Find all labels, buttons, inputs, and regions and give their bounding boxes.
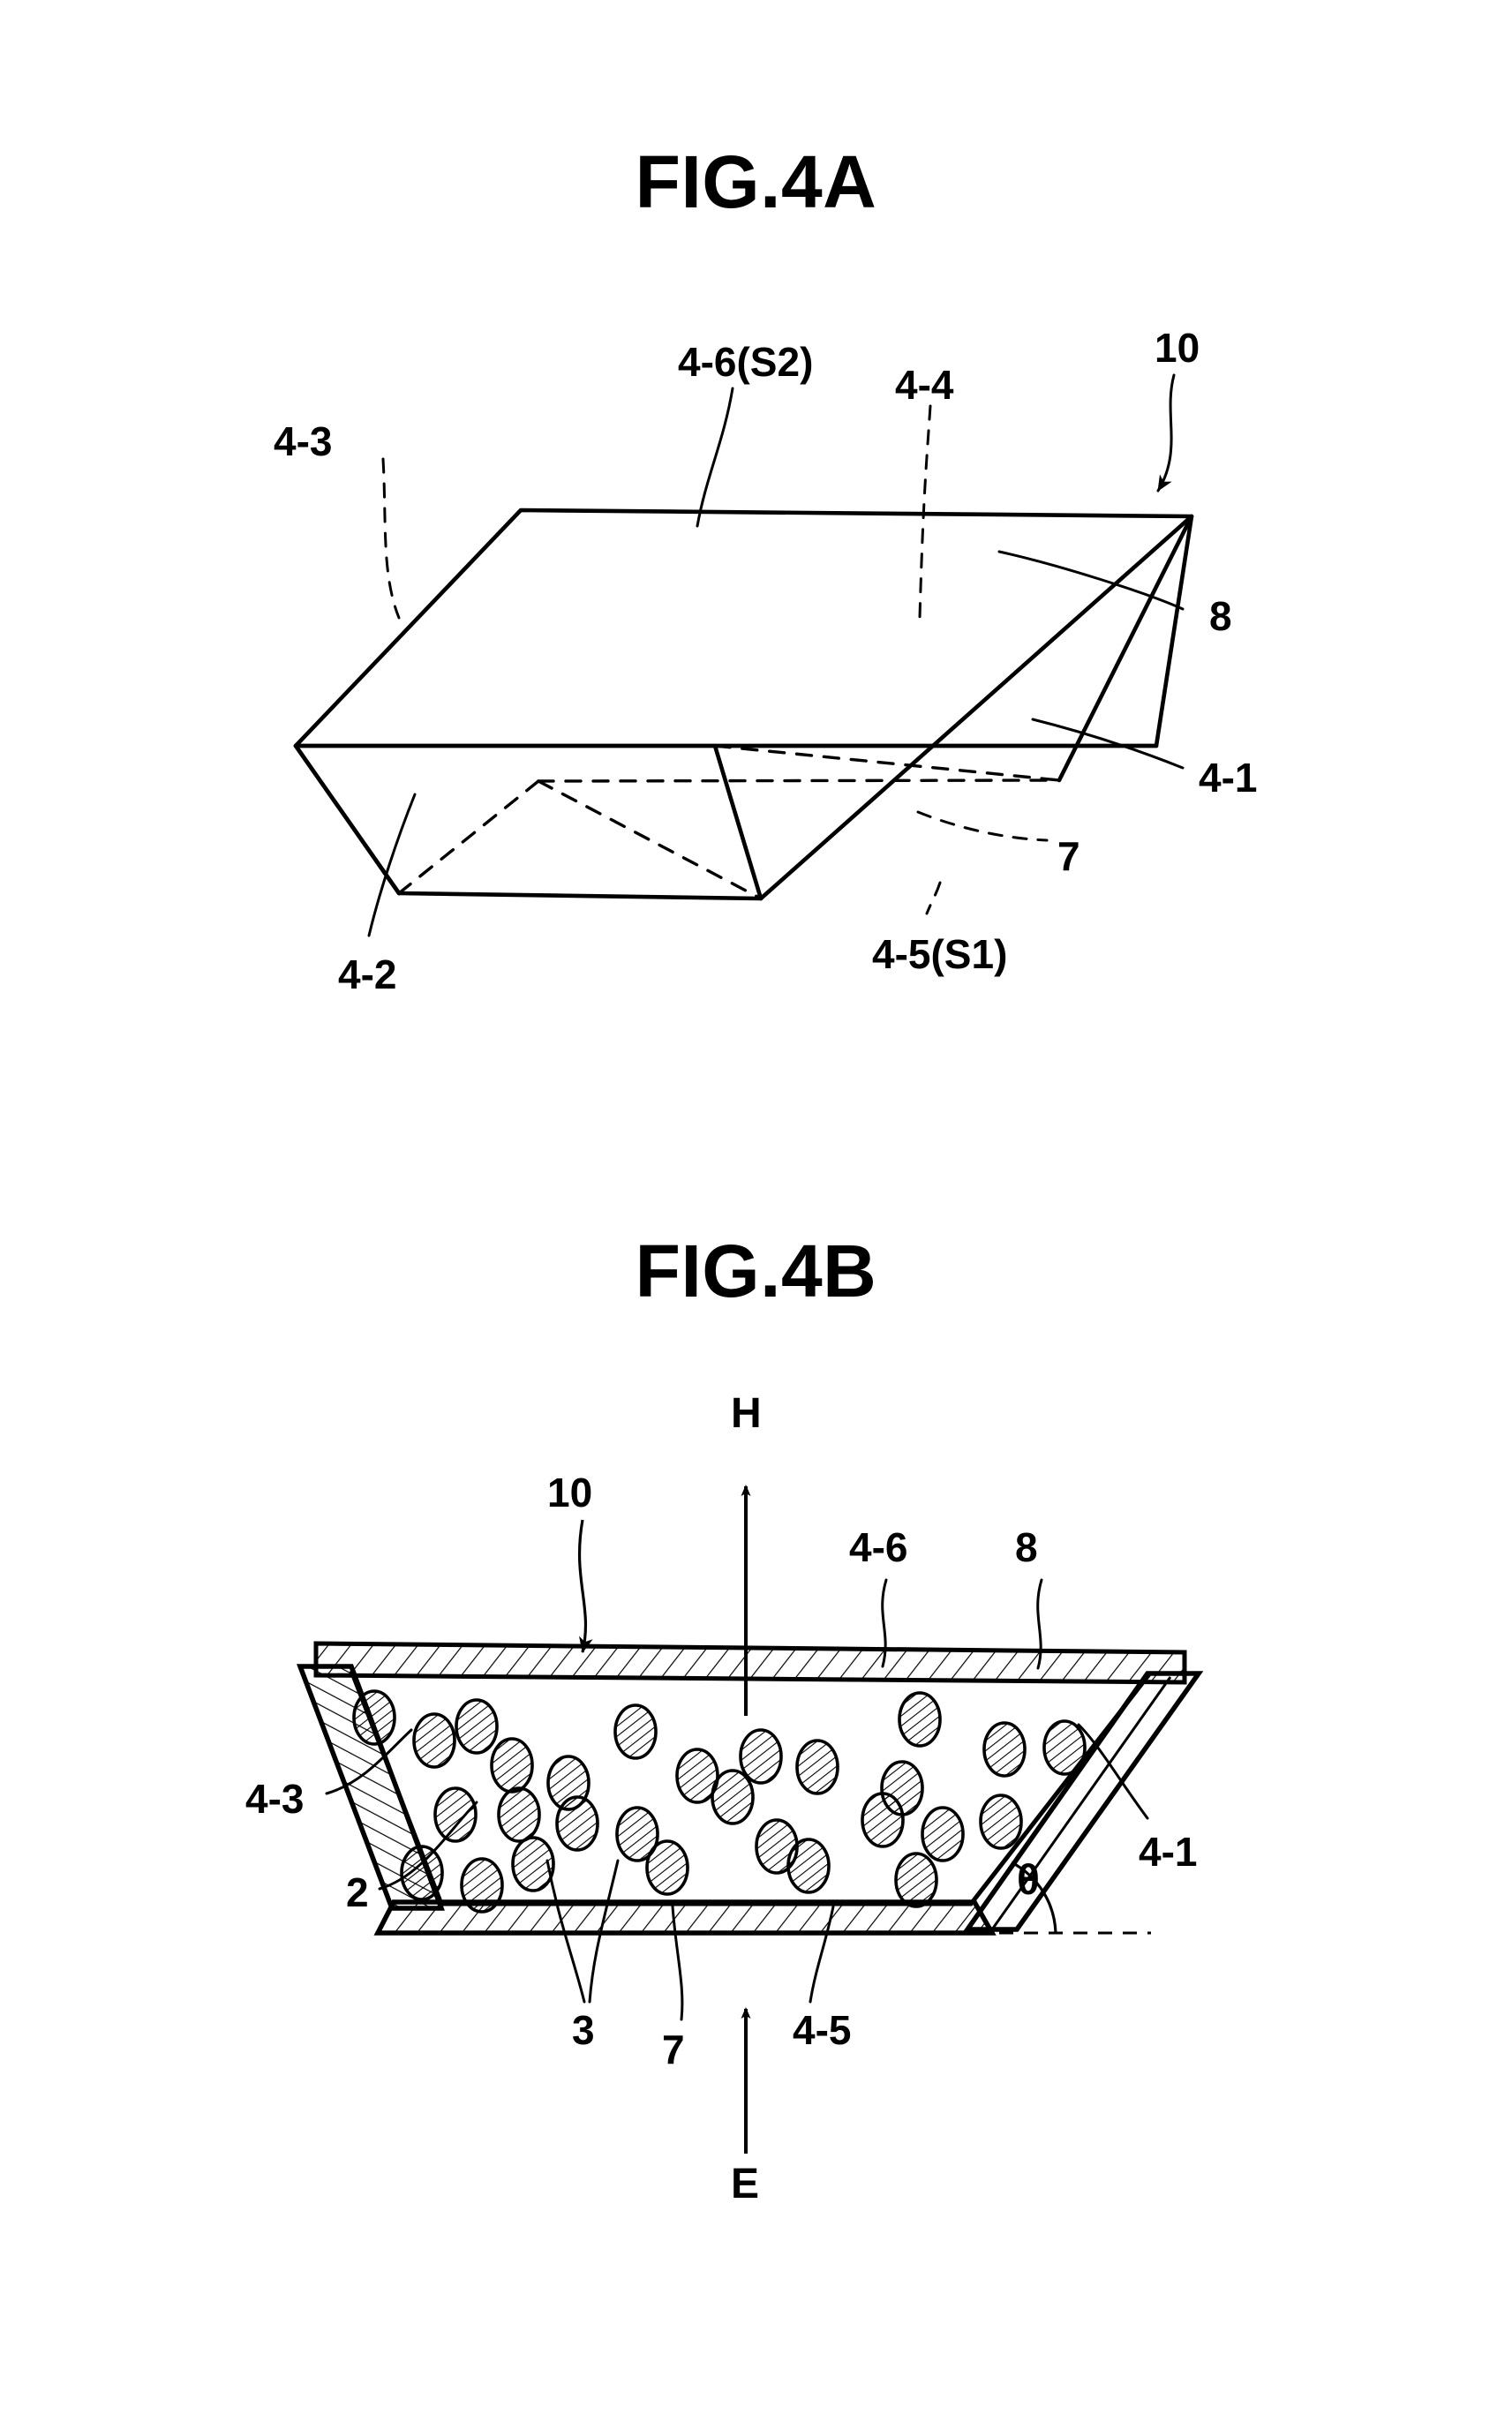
leader-4-6b (883, 1580, 886, 1666)
label-4b-theta: θ (1017, 1857, 1040, 1904)
label-4a-10: 10 (1155, 325, 1200, 371)
wall-right-outer (761, 516, 1192, 899)
leader-4-4 (920, 406, 930, 618)
label-4a-7: 7 (1057, 833, 1080, 879)
label-4a-4-4: 4-4 (895, 362, 954, 408)
leader-4-5b (810, 1906, 833, 2002)
front-corner-edge (715, 746, 1059, 780)
label-4a-4-2: 4-2 (338, 951, 397, 997)
leader-3b-2 (590, 1861, 618, 2002)
label-4a-4-1: 4-1 (1199, 755, 1258, 801)
label-4b-2: 2 (346, 1869, 369, 1915)
leader-4-3b (327, 1730, 411, 1794)
leader-4-2 (369, 794, 415, 936)
leader-4-5-s1 (927, 883, 940, 914)
label-4b-H: H (731, 1390, 762, 1437)
leader-8 (999, 552, 1183, 609)
label-4a-8: 8 (1209, 593, 1232, 639)
label-4a-4-5-s1: 4-5(S1) (872, 931, 1008, 977)
leader-7b (673, 1906, 682, 2019)
leader-8b (1038, 1580, 1042, 1668)
leader-4-1 (1033, 719, 1183, 768)
leader-3b (547, 1861, 584, 2002)
label-4a-4-6-s2: 4-6(S2) (678, 339, 814, 385)
label-4b-8: 8 (1015, 1524, 1038, 1570)
cavity-outline (351, 1671, 1149, 1904)
bottom-front-edge (399, 893, 761, 899)
leader-10b-arrow (580, 1520, 593, 1653)
lid-plate (316, 1643, 1185, 1682)
label-4b-10: 10 (547, 1470, 593, 1515)
label-4b-4-3: 4-3 (245, 1776, 305, 1822)
leader-4-6-s2 (697, 388, 733, 526)
figure-4a-title: FIG.4A (635, 140, 877, 223)
leader-2b (380, 1802, 477, 1889)
label-4b-4-1: 4-1 (1139, 1829, 1198, 1875)
angle-theta (974, 1862, 1151, 1933)
particles-3 (354, 1691, 1085, 1912)
leader-4-3 (383, 459, 399, 618)
leader-4-1b (1079, 1725, 1147, 1818)
figure-4b-title: FIG.4B (635, 1230, 877, 1312)
label-4b-3: 3 (572, 2007, 595, 2053)
wall-front-right (715, 746, 761, 899)
label-4b-E: E (731, 2161, 760, 2207)
wall-right-outer-2 (1059, 516, 1192, 780)
hidden-edges (399, 780, 1059, 899)
leader-10-arrow (1158, 375, 1174, 491)
label-4b-4-5: 4-5 (793, 2007, 852, 2053)
right-wall-4-1 (967, 1673, 1199, 1929)
label-4b-7: 7 (662, 2027, 685, 2072)
label-4a-4-3: 4-3 (274, 418, 333, 464)
label-4b-4-6: 4-6 (849, 1524, 908, 1570)
face-4-2-edge (296, 746, 399, 893)
